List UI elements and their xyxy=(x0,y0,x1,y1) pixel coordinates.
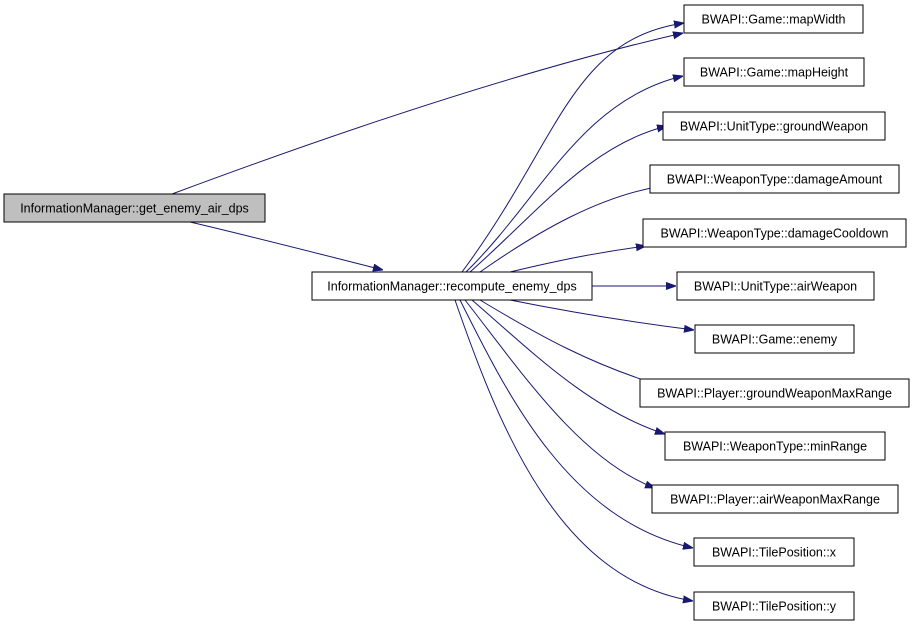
node-tilex-label: BWAPI::TilePosition::x xyxy=(712,546,837,560)
node-tiley-box xyxy=(693,591,855,621)
edge-recompute-to-damagecooldown xyxy=(509,246,646,273)
node-root[interactable]: InformationManager::get_enemy_air_dps xyxy=(3,193,266,223)
node-damageamount-label: BWAPI::WeaponType::damageAmount xyxy=(667,173,883,187)
node-tiley[interactable]: BWAPI::TilePosition::y xyxy=(693,591,855,621)
node-mapwidth[interactable]: BWAPI::Game::mapWidth xyxy=(683,4,864,34)
node-groundweaponmaxrange[interactable]: BWAPI::Player::groundWeaponMaxRange xyxy=(639,378,910,408)
node-recompute[interactable]: InformationManager::recompute_enemy_dps xyxy=(311,271,593,301)
node-root-box xyxy=(3,193,266,223)
node-minrange[interactable]: BWAPI::WeaponType::minRange xyxy=(664,431,886,461)
node-airweaponmaxrange-label: BWAPI::Player::airWeaponMaxRange xyxy=(670,493,880,507)
edge-recompute-to-damageamount xyxy=(479,186,662,273)
node-groundweaponmaxrange-label: BWAPI::Player::groundWeaponMaxRange xyxy=(657,387,892,401)
node-airweaponmaxrange-box xyxy=(651,484,899,514)
edge-root-to-recompute xyxy=(189,221,383,270)
node-recompute-label: InformationManager::recompute_enemy_dps xyxy=(327,280,576,294)
edges xyxy=(171,23,694,601)
node-groundweapon-box xyxy=(662,111,886,141)
node-minrange-label: BWAPI::WeaponType::minRange xyxy=(683,440,867,454)
node-enemy-label: BWAPI::Game::enemy xyxy=(712,333,838,347)
node-airweapon-box xyxy=(676,271,875,301)
node-root-label: InformationManager::get_enemy_air_dps xyxy=(20,202,249,216)
node-damagecooldown[interactable]: BWAPI::WeaponType::damageCooldown xyxy=(642,218,907,248)
edge-recompute-to-mapheight xyxy=(465,76,683,273)
edge-root-to-mapwidth xyxy=(171,33,683,195)
node-enemy-box xyxy=(694,324,855,354)
node-airweapon-label: BWAPI::UnitType::airWeapon xyxy=(694,280,857,294)
edge-recompute-to-minrange xyxy=(471,299,665,434)
edge-recompute-to-airweaponmaxrange xyxy=(464,299,655,488)
node-recompute-box xyxy=(311,271,593,301)
node-tiley-label: BWAPI::TilePosition::y xyxy=(712,600,837,614)
edge-recompute-to-tilex xyxy=(459,299,693,548)
node-damagecooldown-label: BWAPI::WeaponType::damageCooldown xyxy=(661,227,889,241)
node-mapheight-label: BWAPI::Game::mapHeight xyxy=(700,66,849,80)
node-groundweaponmaxrange-box xyxy=(639,378,910,408)
node-groundweapon[interactable]: BWAPI::UnitType::groundWeapon xyxy=(662,111,886,141)
node-mapheight[interactable]: BWAPI::Game::mapHeight xyxy=(683,57,865,87)
node-airweaponmaxrange[interactable]: BWAPI::Player::airWeaponMaxRange xyxy=(651,484,899,514)
edge-recompute-to-groundweaponmaxrange xyxy=(479,299,662,386)
node-enemy[interactable]: BWAPI::Game::enemy xyxy=(694,324,855,354)
edge-recompute-to-tiley xyxy=(454,299,693,601)
node-mapheight-box xyxy=(683,57,865,87)
node-mapwidth-label: BWAPI::Game::mapWidth xyxy=(701,13,845,27)
node-mapwidth-box xyxy=(683,4,864,34)
edge-recompute-to-groundweapon xyxy=(469,126,667,273)
node-airweapon[interactable]: BWAPI::UnitType::airWeapon xyxy=(676,271,875,301)
edge-recompute-to-mapwidth xyxy=(461,23,684,273)
node-groundweapon-label: BWAPI::UnitType::groundWeapon xyxy=(680,120,868,134)
node-damageamount-box xyxy=(649,164,900,194)
node-damageamount[interactable]: BWAPI::WeaponType::damageAmount xyxy=(649,164,900,194)
node-damagecooldown-box xyxy=(642,218,907,248)
node-tilex-box xyxy=(693,537,855,567)
node-minrange-box xyxy=(664,431,886,461)
edge-recompute-to-enemy xyxy=(509,299,694,330)
node-tilex[interactable]: BWAPI::TilePosition::x xyxy=(693,537,855,567)
